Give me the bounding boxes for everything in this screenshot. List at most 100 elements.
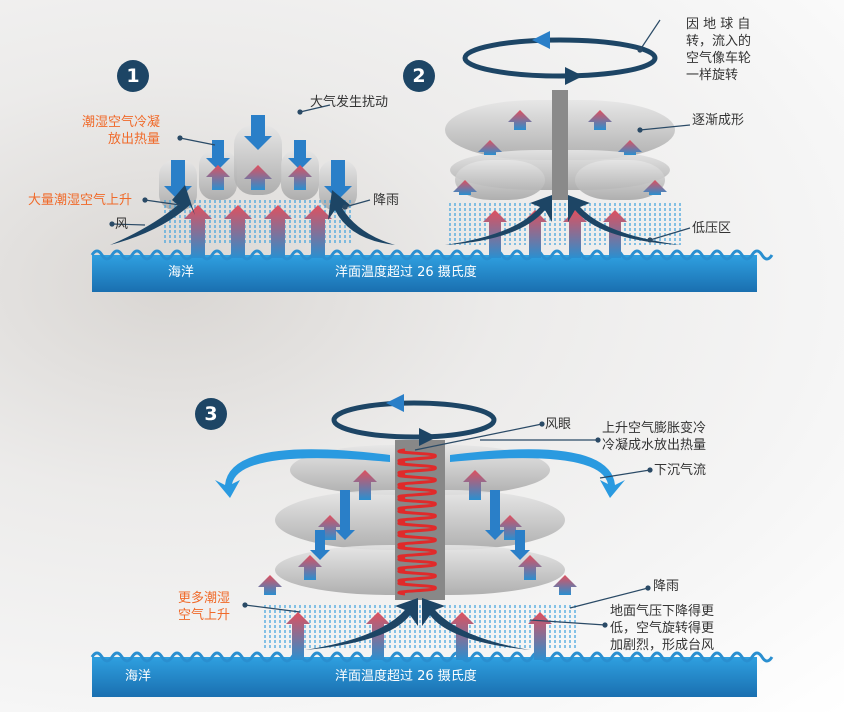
label-low-pressure: 低压区 (692, 221, 732, 236)
up-arrow (366, 612, 390, 660)
leader-line (639, 19, 661, 51)
rotation-arrowhead (565, 67, 583, 85)
label-ocean-3: 海洋 (125, 669, 152, 684)
leader-dot (647, 467, 653, 473)
down-arrow (335, 490, 355, 540)
up-arrow (463, 470, 487, 500)
label-sea-temp-1: 洋面温度超过 26 摄氏度 (335, 265, 477, 280)
wind-arrow (110, 185, 195, 245)
label-rain-3: 降雨 (653, 579, 680, 594)
leader-line (144, 199, 181, 206)
rotation-arrow (462, 37, 658, 79)
leader-dot (109, 221, 115, 227)
ocean-band (92, 657, 757, 697)
up-arrow (244, 165, 272, 190)
wind-arrow (445, 195, 552, 245)
leader-dot (142, 197, 148, 203)
up-arrow (264, 205, 292, 258)
leader-dot (647, 237, 653, 243)
label-sea-temp-3: 洋面温度超过 26 摄氏度 (335, 669, 477, 684)
rotation-arrowhead (532, 31, 550, 49)
label-condense: 潮湿空气冷凝 放出热量 (82, 115, 161, 147)
up-arrow (588, 110, 612, 130)
leader-line (599, 469, 651, 479)
rotation-arrowhead (419, 428, 437, 446)
up-arrow (478, 140, 502, 155)
leader-dot (297, 109, 303, 115)
cloud (455, 160, 545, 200)
ocean-waves (90, 249, 774, 261)
ocean-band (92, 255, 757, 292)
leader-dot (342, 204, 348, 210)
step-1-badge: 1 (117, 60, 149, 92)
up-arrow (353, 470, 377, 500)
leader-dot (637, 47, 643, 53)
down-arrow (244, 115, 272, 150)
down-arrow (510, 530, 530, 560)
wind-arrow (305, 598, 418, 650)
leader-line (344, 199, 371, 208)
wind-arrow (328, 190, 395, 245)
leader-line (529, 619, 606, 626)
up-arrow (553, 575, 577, 595)
label-disturbance: 大气发生扰动 (310, 95, 389, 110)
step-2-badge: 2 (403, 60, 435, 92)
down-arrow (288, 140, 312, 170)
up-arrow (224, 205, 252, 258)
up-arrow (618, 140, 642, 155)
wind-arrow (422, 598, 530, 650)
leader-dot (637, 127, 643, 133)
leader-dot (645, 585, 651, 591)
label-wind: 风 (115, 217, 129, 232)
up-arrow (258, 575, 282, 595)
downdraft-arrow-left (215, 449, 390, 498)
eye-column (552, 90, 568, 200)
leader-line (639, 124, 691, 131)
up-arrow (184, 205, 212, 258)
rotation-arrowhead (386, 394, 404, 412)
ocean-waves (90, 651, 774, 663)
up-arrow (304, 205, 332, 258)
label-pressure: 地面气压下降得更 低，空气旋转得更 加剧烈，形成台风 (610, 604, 715, 653)
step-3-badge: 3 (195, 398, 227, 430)
leader-line (111, 223, 146, 226)
up-arrow (643, 180, 667, 195)
eye-spiral (397, 448, 437, 596)
label-expand: 上升空气膨胀变冷 冷凝成水放出热量 (602, 421, 707, 453)
rotation-arrow (331, 400, 497, 440)
up-arrow (298, 555, 322, 580)
label-forming: 逐渐成形 (692, 113, 745, 128)
up-arrow (528, 612, 552, 660)
leader-line (414, 423, 543, 451)
down-arrow (324, 160, 352, 200)
label-more-rising: 更多潮湿 空气上升 (178, 591, 231, 623)
leader-line (649, 227, 691, 241)
downdraft-arrow-right (450, 449, 625, 498)
label-rain-1: 降雨 (373, 193, 400, 208)
wind-arrow (568, 195, 680, 245)
leader-line (299, 104, 331, 113)
label-rotation: 因 地 球 自 转，流入的 空气像车轮 一样旋转 (686, 17, 752, 83)
up-arrow (518, 555, 542, 580)
cloud (575, 160, 665, 200)
leader-dot (177, 135, 183, 141)
label-downdraft: 下沉气流 (654, 463, 707, 478)
label-ocean-1: 海洋 (168, 265, 195, 280)
down-arrow (206, 140, 230, 170)
leader-dot (242, 602, 248, 608)
up-arrow (508, 110, 532, 130)
leader-line (244, 604, 301, 613)
leader-line (569, 587, 649, 609)
up-arrow (286, 612, 310, 660)
leader-dot (602, 622, 608, 628)
label-eye: 风眼 (545, 417, 572, 432)
down-arrow (485, 490, 505, 540)
up-arrow (206, 165, 230, 190)
leader-dot (539, 421, 545, 427)
leader-line (179, 137, 216, 146)
up-arrow (288, 165, 312, 190)
up-arrow (563, 210, 587, 258)
up-arrow (453, 180, 477, 195)
